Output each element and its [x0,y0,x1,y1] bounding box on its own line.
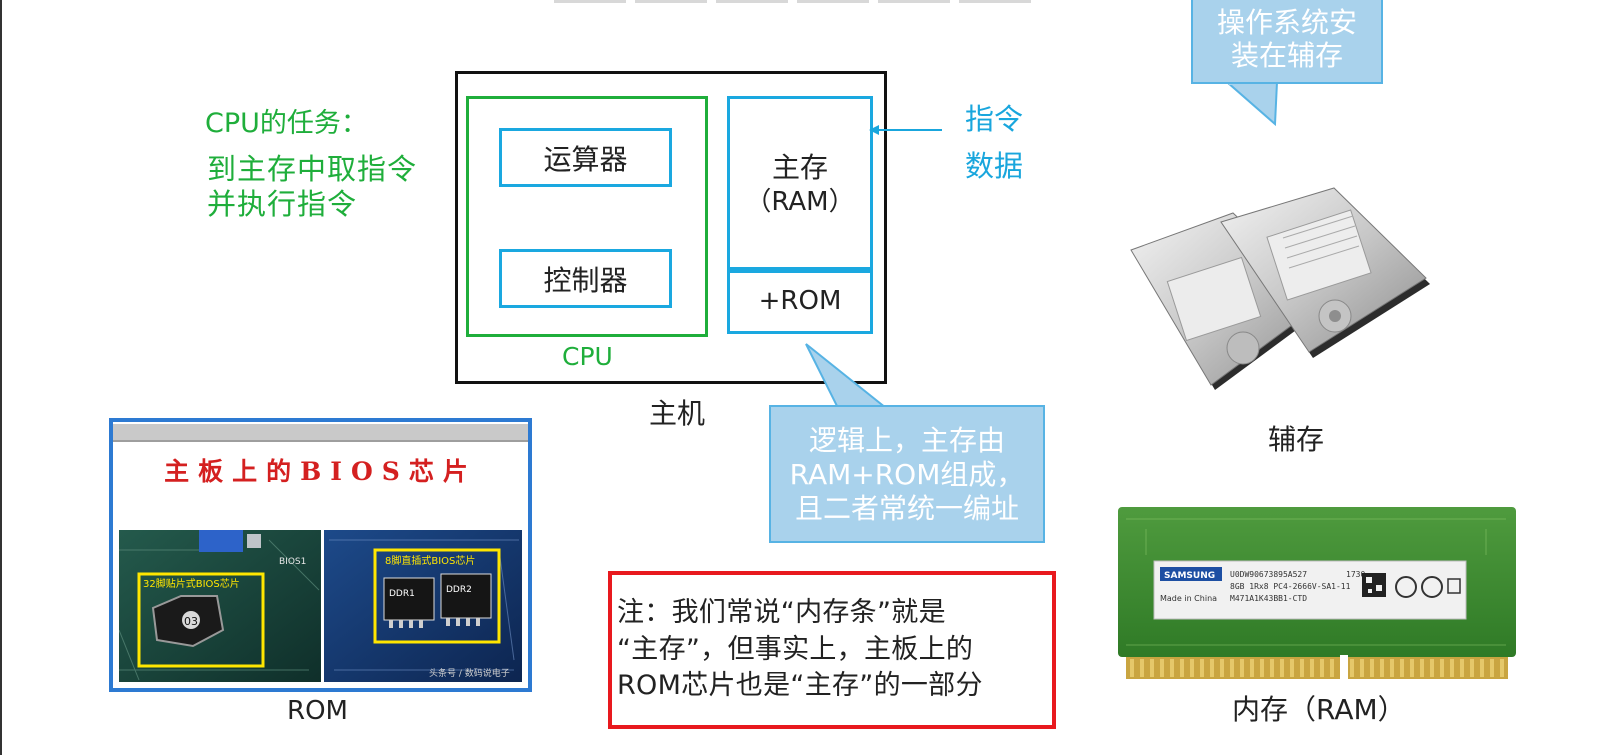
ram-origin: Made in China [1160,594,1217,603]
chip2-tag: 8脚直插式BIOS芯片 [385,554,475,567]
aux-storage-label: 辅存 [1268,423,1325,456]
alu-label: 运算器 [543,142,628,176]
note-box [608,571,1056,729]
bios-image-watermark: 头条号 / 数码说电子 [429,667,510,679]
bios-image-topbar [113,424,528,442]
bios-board-tag: BIOS1 [279,557,306,567]
logic-callout-line-1: 逻辑上，主存由 [808,424,1005,457]
os-callout-line-2: 装在辅存 [1230,39,1343,72]
ddr2-tag: DDR2 [446,585,472,595]
ram-date-code: 1730 [1346,570,1365,579]
data-label: 数据 [965,149,1024,183]
rom-label: ROM [287,696,348,726]
instruction-label: 指令 [965,102,1024,136]
bios-image-title: 主板上的BIOS芯片 [164,457,477,486]
alu-box: 运算器 [499,128,672,187]
logic-callout-line-3: 且二者常统一编址 [794,492,1019,525]
bios-board-photo: BIOS1 32脚贴片式BIOS芯片 03 8脚直插式BIOS芯片 DDR1 D… [119,530,522,682]
host-box [455,71,887,384]
controller-label: 控制器 [543,263,628,297]
ram-label: 内存（RAM） [1232,693,1406,726]
note-line-2: “主存”，但事实上，主板上的 [617,634,974,665]
host-label: 主机 [649,397,706,430]
ram-part-line-1: U0DW90673895A527 [1230,570,1307,579]
instruction-data-arrow [869,125,942,135]
ram-part-line-3: M471A1K43BB1-CTD [1230,594,1307,603]
main-memory-label: 主存 [771,150,828,184]
cpu-task-line-2: 并执行指令 [207,187,358,221]
logic-callout: 逻辑上，主存由 RAM+ROM组成， 且二者常统一编址 [769,405,1045,543]
slide-top-cell [878,0,950,3]
rom-box: +ROM [727,267,873,334]
rom-label: +ROM [758,285,842,316]
controller-box: 控制器 [499,249,672,308]
logic-callout-pointer [805,343,889,409]
slide-top-cell [635,0,707,3]
cpu-task-title: CPU的任务： [205,108,368,139]
os-callout: 操作系统安 装在辅存 [1191,0,1383,84]
cpu-task-line-1: 到主存中取指令 [207,152,418,186]
slide-top-cell [797,0,869,3]
slide-left-border [0,0,2,755]
ddr1-tag: DDR1 [389,589,415,599]
main-memory-box: 主存 （RAM） [727,96,873,273]
os-callout-line-1: 操作系统安 [1216,6,1357,39]
cpu-box [466,96,708,337]
chip1-tag: 32脚贴片式BIOS芯片 [143,577,240,590]
hard-drives-image [1130,187,1430,390]
os-callout-pointer [1225,80,1279,127]
slide-top-cell [959,0,1031,3]
note-line-3: ROM芯片也是“主存”的一部分 [617,670,983,701]
ram-part-line-2: 8GB 1Rx8 PC4-2666V-SA1-11 [1230,582,1351,591]
bios-chip-image: 主板上的BIOS芯片 BIOS1 32脚贴片式BIOS [109,418,532,692]
note-line-1: 注：我们常说“内存条”就是 [617,597,946,628]
ram-stick-image: SAMSUNG Made in China U0DW90673895A527 8… [1118,507,1516,683]
cpu-label: CPU [562,342,613,371]
logic-callout-line-2: RAM+ROM组成， [789,458,1025,491]
main-memory-sublabel: （RAM） [745,186,855,217]
slide-top-cell [716,0,788,3]
ram-brand: SAMSUNG [1164,571,1215,581]
chip-marking: 03 [184,615,198,628]
slide-top-cell [554,0,626,3]
